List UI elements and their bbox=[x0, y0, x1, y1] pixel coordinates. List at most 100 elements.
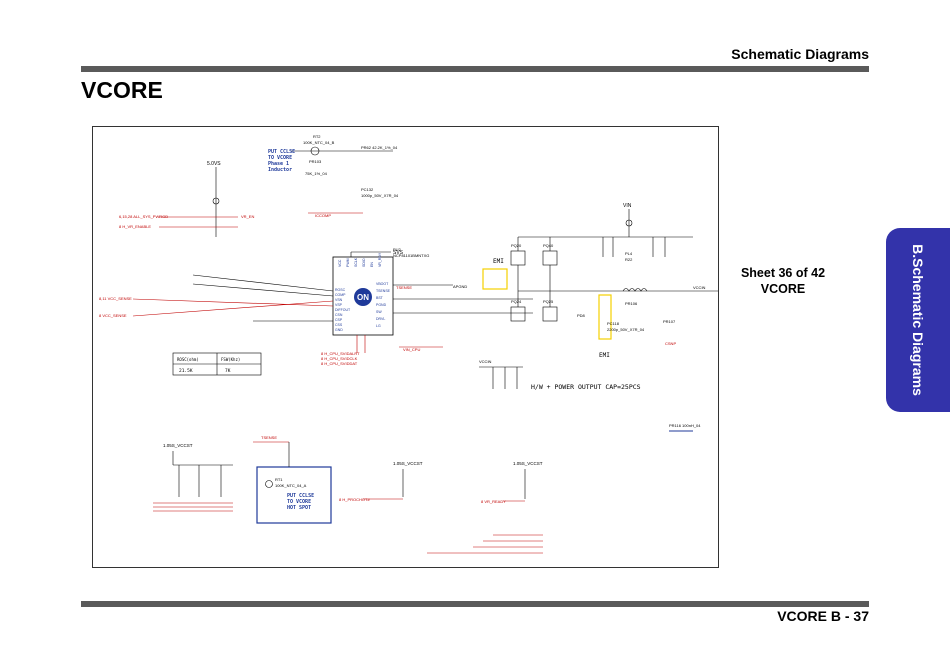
header-rule bbox=[81, 66, 869, 72]
hotspot-note-3: HOT SPOT bbox=[287, 505, 311, 511]
footer-rule bbox=[81, 601, 869, 607]
chip-pin-gnd: GND bbox=[335, 328, 343, 332]
part-pr116: PR116 100nH_04 bbox=[669, 423, 701, 428]
emi-label-top: EMI bbox=[493, 258, 504, 265]
mosfet-pq25 bbox=[542, 306, 558, 322]
hotspot-box bbox=[256, 466, 332, 524]
header-title: Schematic Diagrams bbox=[731, 46, 869, 62]
chip-logo: ON bbox=[357, 293, 369, 302]
hotspot-note-1: PUT CCLSE bbox=[287, 493, 314, 499]
net-5v: 5.0VS bbox=[207, 161, 221, 167]
hotspot-note-2: TO VCORE bbox=[287, 499, 311, 505]
mosfet-pq40 bbox=[542, 250, 558, 266]
sheet-number: Sheet 36 of 42 bbox=[740, 266, 826, 280]
part-ntc-pr: PR103 bbox=[309, 159, 322, 164]
net-vccin: VCCIN bbox=[693, 285, 706, 290]
side-tab-label: B.Schematic Diagrams bbox=[910, 244, 926, 396]
mosfet-pq24 bbox=[510, 306, 526, 322]
net-tsense-bottom: TSENSE bbox=[261, 435, 277, 440]
net-csnp: CSNP bbox=[665, 341, 676, 346]
chip-pin-bst: BST bbox=[376, 296, 384, 300]
ntc-note-3: Phase 1 bbox=[268, 161, 289, 167]
ntc-note-1: PUT CCLSE bbox=[268, 149, 295, 155]
net-vr-enable: 8 H_VR_ENABLE bbox=[119, 224, 151, 229]
part-rt2-value: 100K_NTC_04_B bbox=[303, 140, 335, 145]
net-vccst-c: 1.05S_VCCST bbox=[513, 461, 543, 466]
chip-pin-csp: CSP bbox=[335, 318, 343, 322]
schematic-frame: 5.0VS 6,15,28 ALL_SYS_PWRGD 8 H_VR_ENABL… bbox=[92, 126, 719, 568]
chip-pin-vr-rdy: VR_RDY bbox=[378, 252, 382, 267]
net-svid-alert: 8 H_CPU_SVIDALRT bbox=[321, 351, 360, 356]
chip-pin-pgnd: PGND bbox=[376, 303, 387, 307]
net-vcc-sense: 8,11 VCC_SENSE bbox=[99, 296, 132, 301]
net-svid-clk: 8 H_CPU_SVIDCLK bbox=[321, 356, 358, 361]
chip-pin-rosc: ROSC bbox=[335, 288, 346, 292]
chip-pin-vcc: VCC bbox=[338, 259, 342, 267]
net-vin: VIN bbox=[623, 203, 632, 209]
chip-ref: PU2 bbox=[393, 247, 402, 252]
part-pr55: 75K_1%_04 bbox=[305, 171, 328, 176]
net-vin-cpu: VIN_CPU bbox=[403, 347, 420, 352]
chip-pin-pwm: PWM bbox=[346, 258, 350, 267]
chip-pin-vsn: VSN bbox=[335, 298, 343, 302]
net-vr-ready: 8 VR_READY bbox=[481, 499, 506, 504]
chip-pin-en: EN bbox=[370, 262, 374, 267]
part-pc118-value: 2200p_50V_X7R_04 bbox=[607, 327, 645, 332]
footer-label: VCORE B - 37 bbox=[777, 608, 869, 624]
net-vccst-a: 1.05S_VCCST bbox=[163, 443, 193, 448]
table-header-rosc: ROSC(ohm) bbox=[177, 357, 199, 362]
chip-part: NCP81101BMNTXG bbox=[393, 253, 429, 258]
part-pl4-value: R22 bbox=[625, 257, 633, 262]
chip-pin-vboot: VBOOT bbox=[376, 282, 389, 286]
chip-pin-sclk: SCLK bbox=[354, 257, 358, 267]
part-rt1-value: 100K_NTC_04_A bbox=[275, 483, 307, 488]
net-apgnd: APGND bbox=[453, 284, 467, 289]
net-svid-data: 8 H_CPU_SVIDDAT bbox=[321, 361, 358, 366]
sheet-info: Sheet 36 of 42 VCORE bbox=[737, 265, 829, 297]
net-iccomp: ICCOMP bbox=[315, 213, 331, 218]
chip-pin-sw: SW bbox=[376, 310, 382, 314]
table-cell-rosc: 21.5K bbox=[179, 368, 193, 374]
side-tab[interactable]: B.Schematic Diagrams bbox=[886, 228, 950, 412]
chip-pin-sdio: SDIO bbox=[362, 258, 366, 267]
part-pq40: PQ40 bbox=[543, 243, 554, 248]
part-pq25: PQ25 bbox=[543, 299, 554, 304]
table-header-fsw: FSW(Khz) bbox=[221, 357, 240, 362]
schematic-drawing: 5.0VS 6,15,28 ALL_SYS_PWRGD 8 H_VR_ENABL… bbox=[99, 134, 718, 554]
emi-label-bottom: EMI bbox=[599, 352, 610, 359]
mosfet-pq20 bbox=[510, 250, 526, 266]
part-rt1: RT1 bbox=[275, 477, 283, 482]
chip-pin-comp: COMP bbox=[335, 293, 346, 297]
part-pc118: PC118 bbox=[607, 321, 620, 326]
net-pwrok: 6,15,28 ALL_SYS_PWRGD bbox=[119, 214, 168, 219]
net-vr-en: VR_EN bbox=[241, 214, 254, 219]
part-pq20: PQ20 bbox=[511, 243, 522, 248]
page-title: VCORE bbox=[81, 77, 163, 103]
net-svs: SVS bbox=[393, 250, 404, 256]
chip-pin-drvl: DRVL bbox=[376, 317, 385, 321]
part-pr-top: PR62 42.2K_1%_04 bbox=[361, 145, 398, 150]
net-vccin-caps: VCCIN bbox=[479, 359, 492, 364]
net-vss-sense: 8 VCC_SENSE bbox=[99, 313, 127, 318]
part-pc132: PC132 bbox=[361, 187, 374, 192]
ntc-note-4: Inductor bbox=[268, 167, 292, 173]
net-vccst-b: 1.05S_VCCST bbox=[393, 461, 423, 466]
chip-pin-vsp: VSP bbox=[335, 303, 343, 307]
part-rt2: RT2 bbox=[313, 134, 321, 139]
output-cap-note: H/W + POWER OUTPUT CAP=25PCS bbox=[531, 383, 641, 391]
chip-pin-css: CSS bbox=[335, 323, 343, 327]
part-pd8: PD8 bbox=[577, 313, 586, 318]
part-pr106: PR106 bbox=[625, 301, 638, 306]
net-prochot: 8 H_PROCHOT# bbox=[339, 497, 370, 502]
net-tsense: TSENSE bbox=[396, 285, 412, 290]
emi-box-top bbox=[482, 268, 508, 290]
part-pl4: PL4 bbox=[625, 251, 633, 256]
chip-pin-csn: CSN bbox=[335, 313, 343, 317]
chip-pin-lg: LG bbox=[376, 324, 381, 328]
emi-box-bottom bbox=[598, 294, 612, 340]
sheet-name: VCORE bbox=[760, 282, 806, 296]
part-pq24: PQ24 bbox=[511, 299, 522, 304]
ntc-note-2: TO VCORE bbox=[268, 155, 292, 161]
part-pc132-value: 1000p_50V_X7R_04 bbox=[361, 193, 399, 198]
table-cell-fsw: 7K bbox=[225, 368, 231, 374]
